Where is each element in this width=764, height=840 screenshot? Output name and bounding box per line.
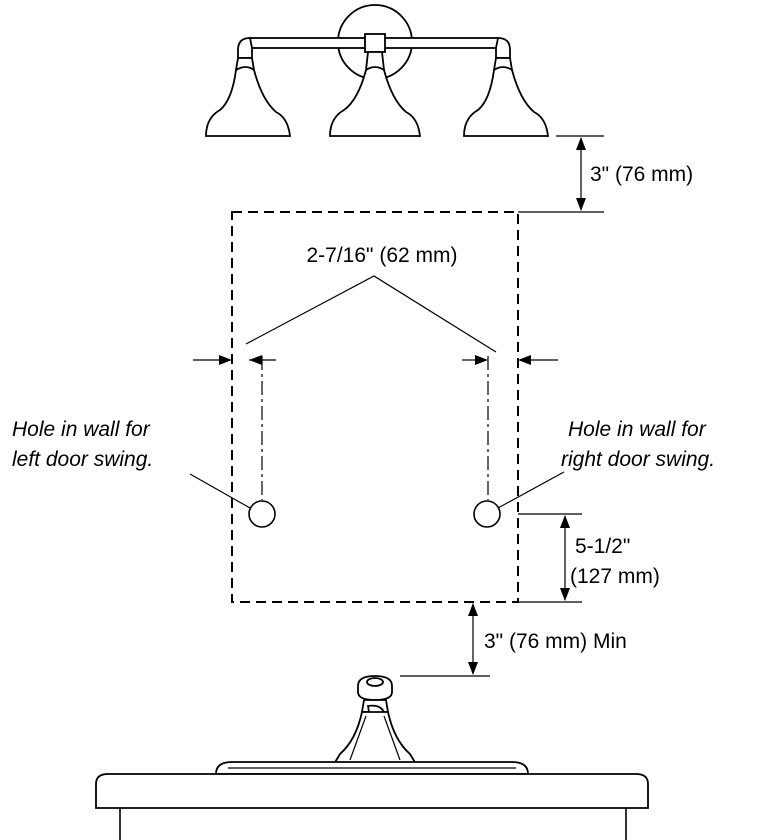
sink-basin	[215, 761, 529, 775]
left-hole-leader	[189, 473, 251, 509]
hole-height-label-line2: (127 mm)	[570, 565, 660, 588]
bottom-gap-label: 3" (76 mm) Min	[484, 630, 627, 653]
top-gap-label: 3" (76 mm)	[590, 163, 693, 186]
right-hole-label-line2: right door swing.	[561, 448, 715, 471]
vanity-countertop	[95, 773, 649, 840]
left-hole	[248, 500, 276, 528]
hole-spacing-label: 2-7/16" (62 mm)	[307, 244, 458, 267]
hole-spacing-leader	[245, 275, 497, 353]
left-hole-label-line1: Hole in wall for	[12, 418, 151, 441]
fixture-hub	[364, 33, 386, 53]
vanity-light-fixture	[205, 4, 550, 137]
left-hole-label-line2: left door swing.	[12, 448, 153, 471]
right-offset-dimension	[462, 355, 558, 365]
center-shade	[329, 51, 422, 137]
cabinet-outline	[231, 211, 519, 603]
bottom-gap-dimension: 3" (76 mm) Min	[400, 603, 627, 677]
left-shade	[205, 57, 292, 137]
left-offset-dimension	[193, 355, 276, 365]
faucet	[332, 675, 418, 765]
right-hole-label-line1: Hole in wall for	[568, 418, 707, 441]
hole-height-dimension: 5-1/2" (127 mm)	[518, 513, 660, 603]
right-hole-leader	[497, 471, 565, 509]
hole-height-label-line1: 5-1/2"	[575, 535, 630, 558]
right-shade	[463, 57, 550, 137]
top-gap-dimension: 3" (76 mm)	[518, 135, 693, 213]
right-hole	[473, 500, 501, 528]
